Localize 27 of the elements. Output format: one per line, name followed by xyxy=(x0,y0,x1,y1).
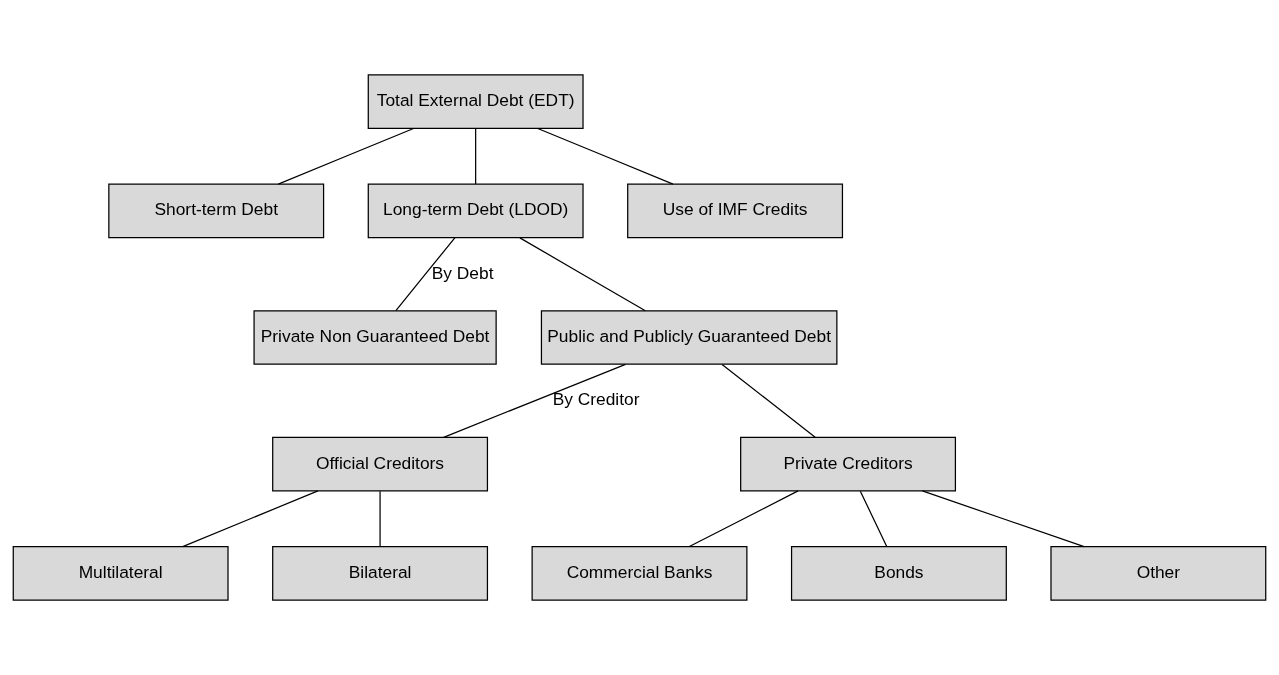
node-box: Total External Debt (EDT) xyxy=(367,74,584,129)
connector xyxy=(537,127,674,185)
node-box: Private Non Guaranteed Debt xyxy=(253,310,497,365)
edge-label: By Creditor xyxy=(552,389,640,410)
connector xyxy=(379,490,381,548)
connector xyxy=(721,363,816,438)
connector xyxy=(395,237,456,312)
connector xyxy=(443,363,627,438)
connector xyxy=(519,237,646,312)
node-box: Official Creditors xyxy=(272,436,489,492)
node-box: Public and Publicly Guaranteed Debt xyxy=(540,310,838,365)
node-box: Short-term Debt xyxy=(108,183,325,239)
node-box: Bilateral xyxy=(272,546,489,601)
node-box: Bonds xyxy=(790,546,1007,601)
node-box: Other xyxy=(1050,546,1267,601)
connector xyxy=(277,127,415,185)
node-box: Use of IMF Credits xyxy=(627,183,844,239)
edge-label: By Debt xyxy=(431,262,494,283)
node-box: Long-term Debt (LDOD) xyxy=(367,183,584,239)
node-box: Private Creditors xyxy=(740,436,957,492)
connector xyxy=(921,490,1085,548)
node-box: Multilateral xyxy=(12,546,229,601)
connector xyxy=(859,490,888,548)
connector xyxy=(475,128,477,185)
connector xyxy=(688,490,799,548)
connector xyxy=(182,490,319,548)
node-box: Commercial Banks xyxy=(531,546,748,601)
